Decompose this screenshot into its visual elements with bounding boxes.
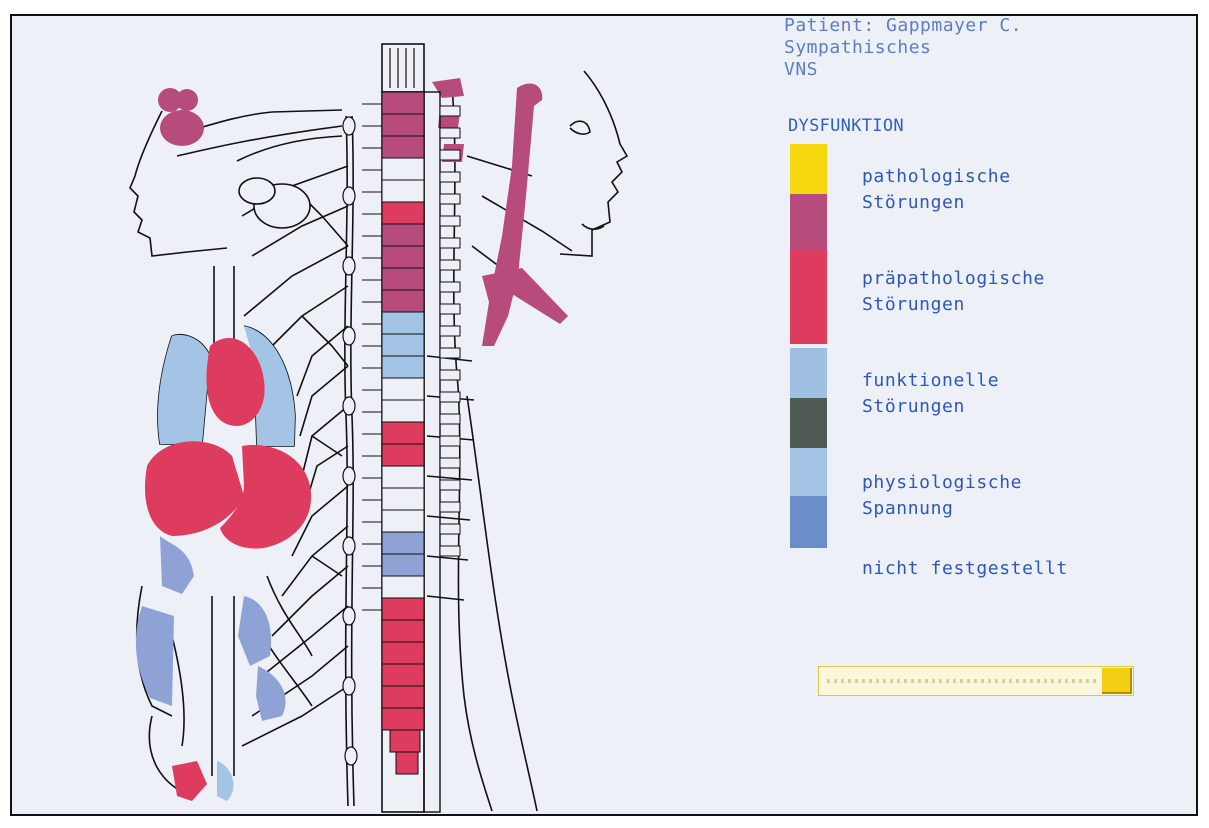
swatch-yellow[interactable]: [790, 144, 827, 194]
legend-item-line1: pathologische: [862, 164, 1011, 190]
legend-item-line2: Störungen: [862, 190, 1011, 216]
legend-item-line1: funktionelle: [862, 368, 999, 394]
legend-item-line2: Störungen: [862, 394, 999, 420]
system-title: Sympathisches: [784, 38, 931, 58]
legend-item-line2: Störungen: [862, 292, 1045, 318]
legend-title: DYSFUNKTION: [788, 116, 904, 136]
slider-track-pattern: [827, 679, 1097, 683]
swatch-purple[interactable]: [790, 194, 827, 250]
legend-item-physiologisch: physiologische Spannung: [862, 470, 1022, 522]
swatch-pale-blue[interactable]: [790, 448, 827, 496]
legend-item-praepathologisch: präpathologische Störungen: [862, 266, 1045, 318]
legend-item-line1: physiologische: [862, 470, 1022, 496]
swatch-dark-gray[interactable]: [790, 398, 827, 448]
legend-item-funktionell: funktionelle Störungen: [862, 368, 999, 420]
nervous-system-screen: Patient: Gappmayer C. Sympathisches VNS …: [10, 14, 1198, 816]
swatch-blue[interactable]: [790, 496, 827, 548]
legend-item-line1: präpathologische: [862, 266, 1045, 292]
legend-item-line1: nicht festgestellt: [862, 556, 1068, 582]
legend-item-pathologisch: pathologische Störungen: [862, 164, 1011, 216]
system-subtitle: VNS: [784, 60, 818, 80]
swatch-light-blue[interactable]: [790, 348, 827, 398]
legend-item-line2: Spannung: [862, 496, 1022, 522]
scroll-slider-thumb[interactable]: [1102, 668, 1132, 694]
sympathetic-nervous-system-diagram: [12, 16, 712, 816]
scroll-slider-track[interactable]: [818, 666, 1134, 696]
legend-item-nicht-festgestellt: nicht festgestellt: [862, 556, 1068, 582]
swatch-red[interactable]: [790, 250, 827, 344]
patient-name: Patient: Gappmayer C.: [784, 16, 1022, 36]
